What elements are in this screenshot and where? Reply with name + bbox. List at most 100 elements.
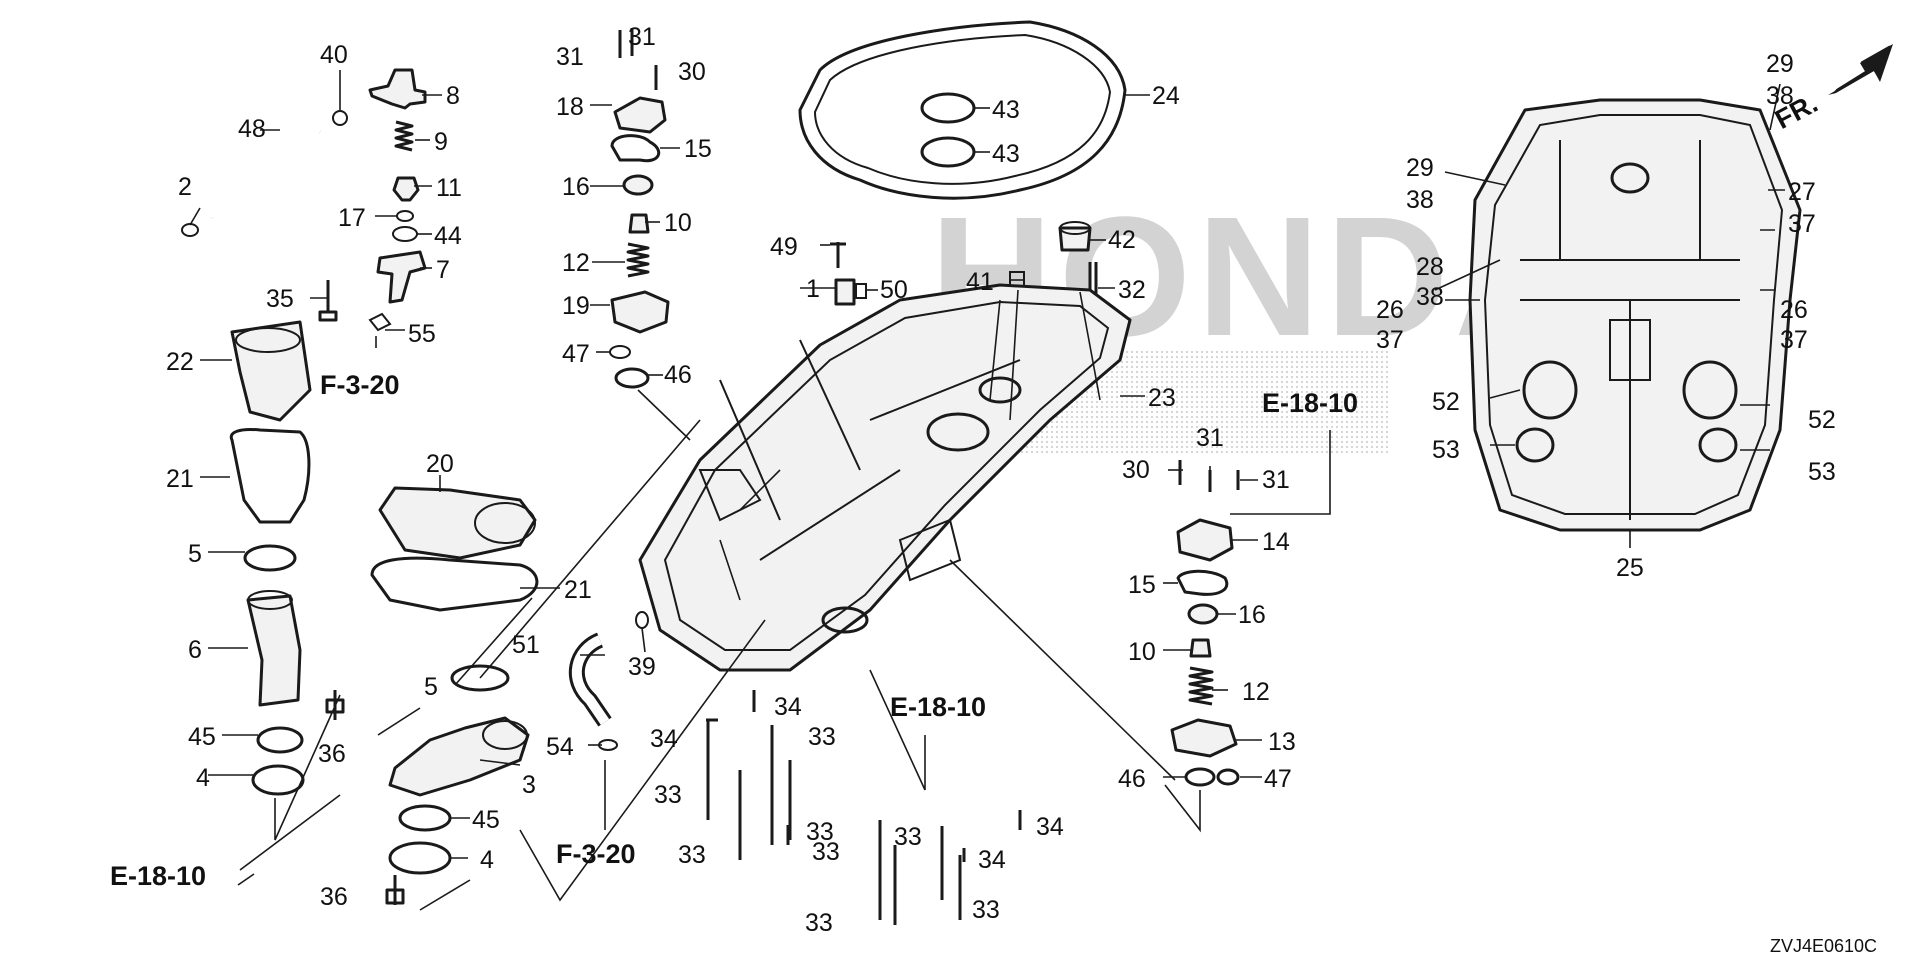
drawing-code: ZVJ4E0610C bbox=[1770, 936, 1877, 956]
section-ref-e-18-10: E-18-10 bbox=[110, 861, 206, 891]
callout: 47 bbox=[1264, 765, 1292, 793]
callout: 33 bbox=[894, 823, 922, 851]
callout: 21 bbox=[166, 465, 194, 493]
callout: 50 bbox=[880, 276, 908, 304]
callout: 30 bbox=[1122, 456, 1150, 484]
callout: 15 bbox=[684, 135, 712, 163]
callout: 42 bbox=[1108, 226, 1136, 254]
section-ref-f-3-20: F-3-20 bbox=[320, 370, 400, 400]
callout: 23 bbox=[1148, 384, 1176, 412]
callout: 31 bbox=[628, 23, 656, 51]
callout: 31 bbox=[1196, 424, 1224, 452]
bolt-group bbox=[706, 690, 1022, 925]
callout: 3 bbox=[522, 771, 536, 799]
callout: 5 bbox=[188, 540, 202, 568]
callout: 29 bbox=[1406, 154, 1434, 182]
callout: 21 bbox=[564, 576, 592, 604]
front-direction-arrow-icon bbox=[1828, 44, 1893, 95]
callout: 52 bbox=[1432, 388, 1460, 416]
callout: 33 bbox=[806, 818, 834, 846]
callout: 34 bbox=[1036, 813, 1064, 841]
callout: 7 bbox=[436, 256, 450, 284]
callout: 40 bbox=[320, 41, 348, 69]
callout: 46 bbox=[664, 361, 692, 389]
callout: 25 bbox=[1616, 554, 1644, 582]
callout: 12 bbox=[1242, 678, 1270, 706]
callout: 13 bbox=[1268, 728, 1296, 756]
leader-lines bbox=[189, 70, 1785, 911]
callout: 33 bbox=[808, 723, 836, 751]
callout: 37 bbox=[1788, 210, 1816, 238]
callout: 55 bbox=[408, 320, 436, 348]
callout: 38 bbox=[1406, 186, 1434, 214]
callout: 52 bbox=[1808, 406, 1836, 434]
callout: 46 bbox=[1118, 765, 1146, 793]
callout: 45 bbox=[188, 723, 216, 751]
callout: 44 bbox=[434, 222, 462, 250]
callout: 37 bbox=[1780, 326, 1808, 354]
gasket-24 bbox=[798, 20, 1127, 200]
callout: 34 bbox=[978, 846, 1006, 874]
callout: 9 bbox=[434, 128, 448, 156]
callout: 14 bbox=[1262, 528, 1290, 556]
callout: 48 bbox=[238, 115, 266, 143]
callout: 27 bbox=[1788, 178, 1816, 206]
callout: 43 bbox=[992, 140, 1020, 168]
callout: 35 bbox=[266, 285, 294, 313]
callout: 49 bbox=[770, 233, 798, 261]
callout: 36 bbox=[318, 740, 346, 768]
callout: 16 bbox=[562, 173, 590, 201]
callout: 20 bbox=[426, 450, 454, 478]
callout: 31 bbox=[556, 43, 584, 71]
callout: 4 bbox=[196, 764, 210, 792]
callout: 34 bbox=[774, 693, 802, 721]
callout: 31 bbox=[1262, 466, 1290, 494]
section-ref-e-18-10: E-18-10 bbox=[890, 692, 986, 722]
callout: 45 bbox=[472, 806, 500, 834]
callout: 8 bbox=[446, 82, 460, 110]
callout: 22 bbox=[166, 348, 194, 376]
cylinder-block-25 bbox=[1468, 98, 1802, 532]
section-references: F-3-20 E-18-10 E-18-10 E-18-10 F-3-20 bbox=[110, 336, 1358, 891]
callout: 24 bbox=[1152, 82, 1180, 110]
callout: 26 bbox=[1376, 296, 1404, 324]
callout: 12 bbox=[562, 249, 590, 277]
arrow-icon bbox=[237, 873, 255, 886]
callout: 6 bbox=[188, 636, 202, 664]
section-ref-f-3-20: F-3-20 bbox=[556, 839, 636, 869]
callout: 41 bbox=[966, 268, 994, 296]
callout: 34 bbox=[650, 725, 678, 753]
section-ref-e-18-10: E-18-10 bbox=[1262, 388, 1358, 418]
callout: 36 bbox=[320, 883, 348, 911]
callout: 53 bbox=[1808, 458, 1836, 486]
callout: 38 bbox=[1416, 283, 1444, 311]
thermostat-parts bbox=[609, 28, 1098, 389]
callout: 33 bbox=[805, 909, 833, 937]
callout: 1 bbox=[806, 275, 820, 303]
callout: 11 bbox=[436, 174, 462, 202]
callout: 54 bbox=[546, 733, 574, 761]
callout: 5 bbox=[424, 673, 438, 701]
callout-labels: 1 2 3 4 4 5 5 6 7 8 9 10 10 11 12 12 13 … bbox=[166, 23, 1836, 937]
callout: 29 bbox=[1766, 50, 1794, 78]
callout: 10 bbox=[1128, 638, 1156, 666]
callout: 15 bbox=[1128, 571, 1156, 599]
callout: 33 bbox=[678, 841, 706, 869]
callout: 16 bbox=[1238, 601, 1266, 629]
callout: 47 bbox=[562, 340, 590, 368]
left-parts bbox=[181, 68, 427, 796]
callout: 28 bbox=[1416, 253, 1444, 281]
right-thermostat-parts bbox=[1170, 460, 1240, 787]
callout: 37 bbox=[1376, 326, 1404, 354]
callout: 33 bbox=[812, 838, 840, 866]
callout: 43 bbox=[992, 96, 1020, 124]
callout: 51 bbox=[512, 631, 540, 659]
callout: 19 bbox=[562, 292, 590, 320]
callout: 30 bbox=[678, 58, 706, 86]
callout: 26 bbox=[1780, 296, 1808, 324]
callout: 4 bbox=[480, 846, 494, 874]
callout: 2 bbox=[178, 173, 192, 201]
callout: 38 bbox=[1766, 82, 1794, 110]
callout: 10 bbox=[664, 209, 692, 237]
